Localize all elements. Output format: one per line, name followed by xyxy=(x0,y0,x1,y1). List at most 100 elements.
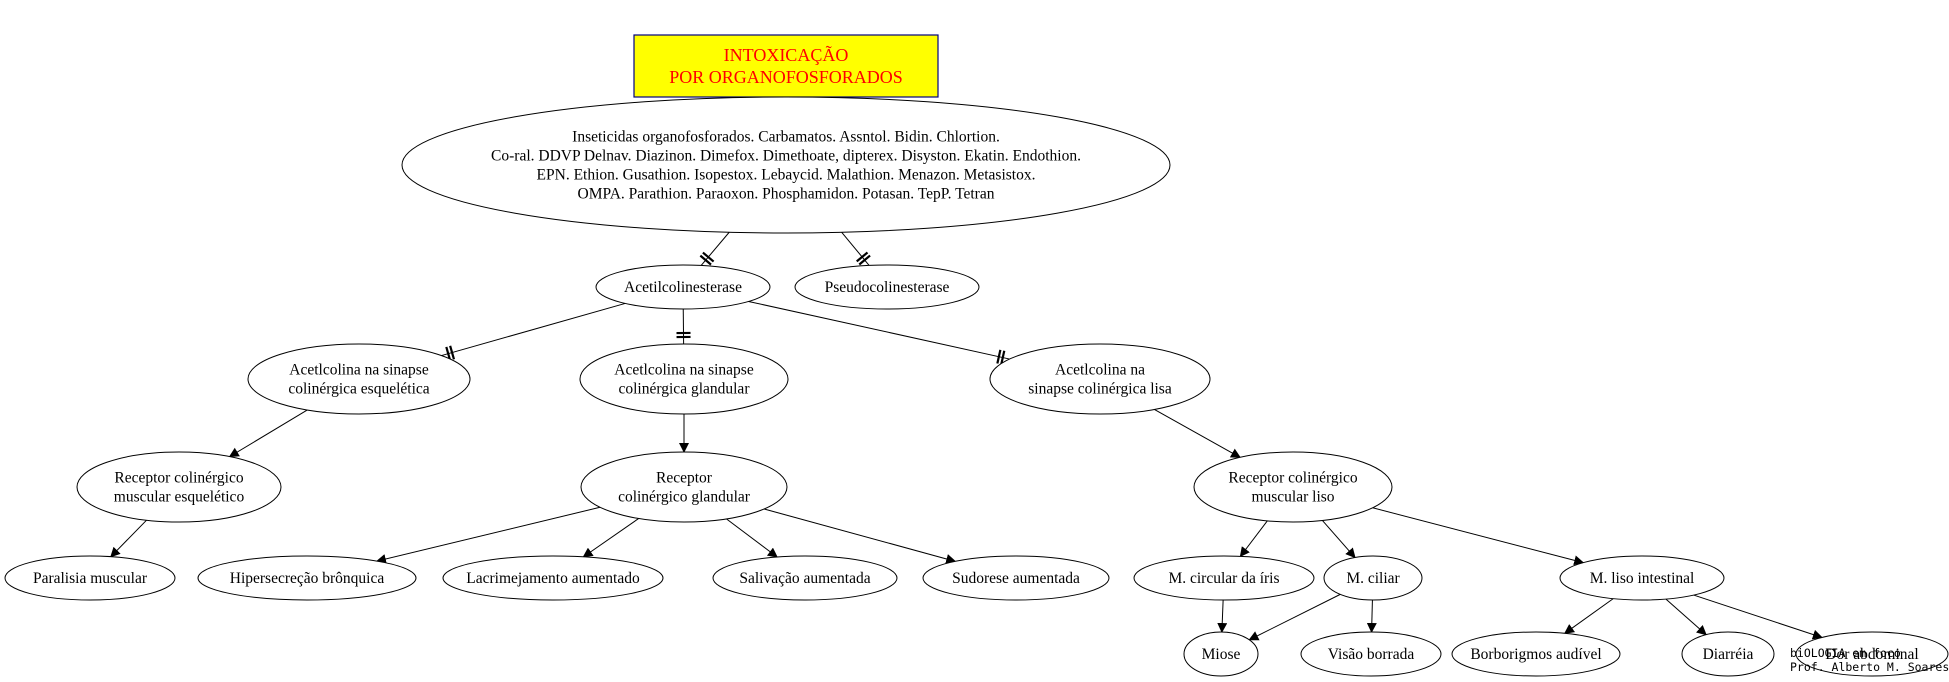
node-label-line: M. liso intestinal xyxy=(1590,570,1695,587)
edge-rec_smooth-to-m_circular xyxy=(1239,520,1268,558)
node-rec_smooth: Receptor colinérgico muscular liso xyxy=(1193,451,1393,523)
node-ellipse xyxy=(922,555,1110,601)
node-diarreia: Diarréia xyxy=(1681,631,1775,677)
edge-line xyxy=(1154,408,1241,458)
node-ellipse xyxy=(197,555,417,601)
edge-ache-to-ach_skel xyxy=(441,302,626,361)
edge-line xyxy=(228,409,308,458)
node-label-line: Lacrimejamento aumentado xyxy=(466,570,640,587)
edge-line xyxy=(1366,599,1377,634)
credit-line-2: Prof. Alberto M. Soares xyxy=(1790,660,1949,674)
inhibition-tee-mark xyxy=(699,254,712,266)
inhibition-tee-mark xyxy=(1000,350,1006,365)
edge-line xyxy=(1248,593,1341,641)
edges-layer xyxy=(110,231,1823,641)
inhibition-tee-mark xyxy=(702,251,715,263)
node-ellipse xyxy=(1193,451,1393,523)
node-hipersecrecao: Hipersecreção brônquica xyxy=(197,555,417,601)
edge-m_circular-to-miose xyxy=(1217,599,1228,634)
edge-m_liso_int-to-diarreia xyxy=(1665,598,1707,636)
node-ellipse xyxy=(1795,631,1949,677)
inhibition-tee-mark xyxy=(996,349,1002,364)
edge-line xyxy=(1372,507,1585,566)
edge-line xyxy=(1239,520,1268,558)
node-label-line: M. ciliar xyxy=(1346,570,1400,587)
node-ellipse xyxy=(1323,555,1423,601)
node-label-line: Diarréia xyxy=(1703,646,1754,663)
node-label-line: Dor abdominal xyxy=(1825,646,1918,663)
node-ellipse xyxy=(76,451,282,523)
title-line: POR ORGANOFOSFORADOS xyxy=(669,67,903,87)
edge-m_liso_int-to-dor xyxy=(1693,594,1823,640)
title-line: INTOXICAÇÃO xyxy=(724,44,849,65)
inhibition-tee-mark xyxy=(856,251,869,263)
node-label-line: Hipersecreção brônquica xyxy=(230,570,385,587)
edge-line xyxy=(1665,598,1707,636)
node-label-line: M. circular da íris xyxy=(1168,570,1279,587)
edge-line xyxy=(441,302,626,357)
node-label-line: Acetlcolina na sinapse xyxy=(614,362,754,379)
node-salivacao: Salivação aumentada xyxy=(712,555,898,601)
edge-rec_gland-to-salivacao xyxy=(726,518,778,558)
node-ellipse xyxy=(401,96,1171,234)
node-label-line: Pseudocolinesterase xyxy=(825,279,950,296)
node-borborigmos: Borborigmos audível xyxy=(1451,631,1621,677)
edge-rec_smooth-to-m_ciliar xyxy=(1322,520,1356,559)
node-label-line: Salivação aumentada xyxy=(739,570,870,587)
node-ach_skel: Acetlcolina na sinapse colinérgica esquel… xyxy=(247,343,471,415)
edge-m_ciliar-to-visao xyxy=(1366,599,1377,634)
edge-rec_gland-to-hipersecrecao xyxy=(375,506,601,564)
node-label-line: Acetlcolina na sinapse xyxy=(289,362,429,379)
edge-m_liso_int-to-borborigmos xyxy=(1564,598,1614,634)
node-paralisia: Paralisia muscular xyxy=(4,555,176,601)
node-lacrimejamento: Lacrimejamento aumentado xyxy=(442,555,664,601)
inhibition-tee-mark xyxy=(449,345,456,360)
node-m_circular: M. circular da íris xyxy=(1133,555,1315,601)
node-ellipse xyxy=(442,555,664,601)
credit: biOLOGIA em foco Prof. Alberto M. Soares xyxy=(1790,646,1949,674)
edge-line xyxy=(764,508,957,564)
node-ellipse xyxy=(712,555,898,601)
node-ellipse xyxy=(4,555,176,601)
node-label-line: colinérgica esquelética xyxy=(288,381,429,398)
node-label-line: OMPA. Parathion. Paraoxon. Phosphamidon.… xyxy=(578,186,995,203)
node-label-line: Paralisia muscular xyxy=(33,570,148,587)
title-box xyxy=(633,34,939,98)
node-label-line: Miose xyxy=(1202,646,1241,663)
node-label-line: Receptor colinérgico xyxy=(114,470,244,487)
node-pche: Pseudocolinesterase xyxy=(794,264,980,310)
edge-line xyxy=(1322,520,1356,559)
node-m_liso_int: M. liso intestinal xyxy=(1559,555,1725,601)
edge-line xyxy=(1564,598,1614,634)
node-label-line: Inseticidas organofosforados. Carbamatos… xyxy=(572,129,1000,146)
node-label-line: Acetilcolinesterase xyxy=(624,279,742,296)
credit-line-1: biOLOGIA em foco xyxy=(1790,646,1901,660)
node-label-line: Visão borrada xyxy=(1328,646,1415,663)
edge-ache-to-ach_smooth xyxy=(748,300,1010,365)
node-ellipse xyxy=(1300,631,1442,677)
node-label-line: muscular esquelético xyxy=(114,489,245,506)
node-ellipse xyxy=(247,343,471,415)
node-ellipse xyxy=(1133,555,1315,601)
edge-line xyxy=(726,518,778,558)
node-label-line: Receptor colinérgico xyxy=(1228,470,1358,487)
edge-rec_gland-to-lacrimejamento xyxy=(582,518,640,558)
edge-line xyxy=(748,300,1010,360)
edge-line xyxy=(1693,594,1823,640)
edge-rec_gland-to-sudorese xyxy=(764,508,957,564)
node-label-line: muscular liso xyxy=(1251,489,1334,506)
node-ellipse xyxy=(1681,631,1775,677)
edge-ach_skel-to-rec_skel xyxy=(228,409,308,458)
edge-rec_skel-to-paralisia xyxy=(110,519,147,558)
node-ellipse xyxy=(579,343,789,415)
node-miose: Miose xyxy=(1183,631,1259,677)
node-ellipse xyxy=(1559,555,1725,601)
node-ache: Acetilcolinesterase xyxy=(595,264,771,310)
node-agents: Inseticidas organofosforados. Carbamatos… xyxy=(401,96,1171,234)
